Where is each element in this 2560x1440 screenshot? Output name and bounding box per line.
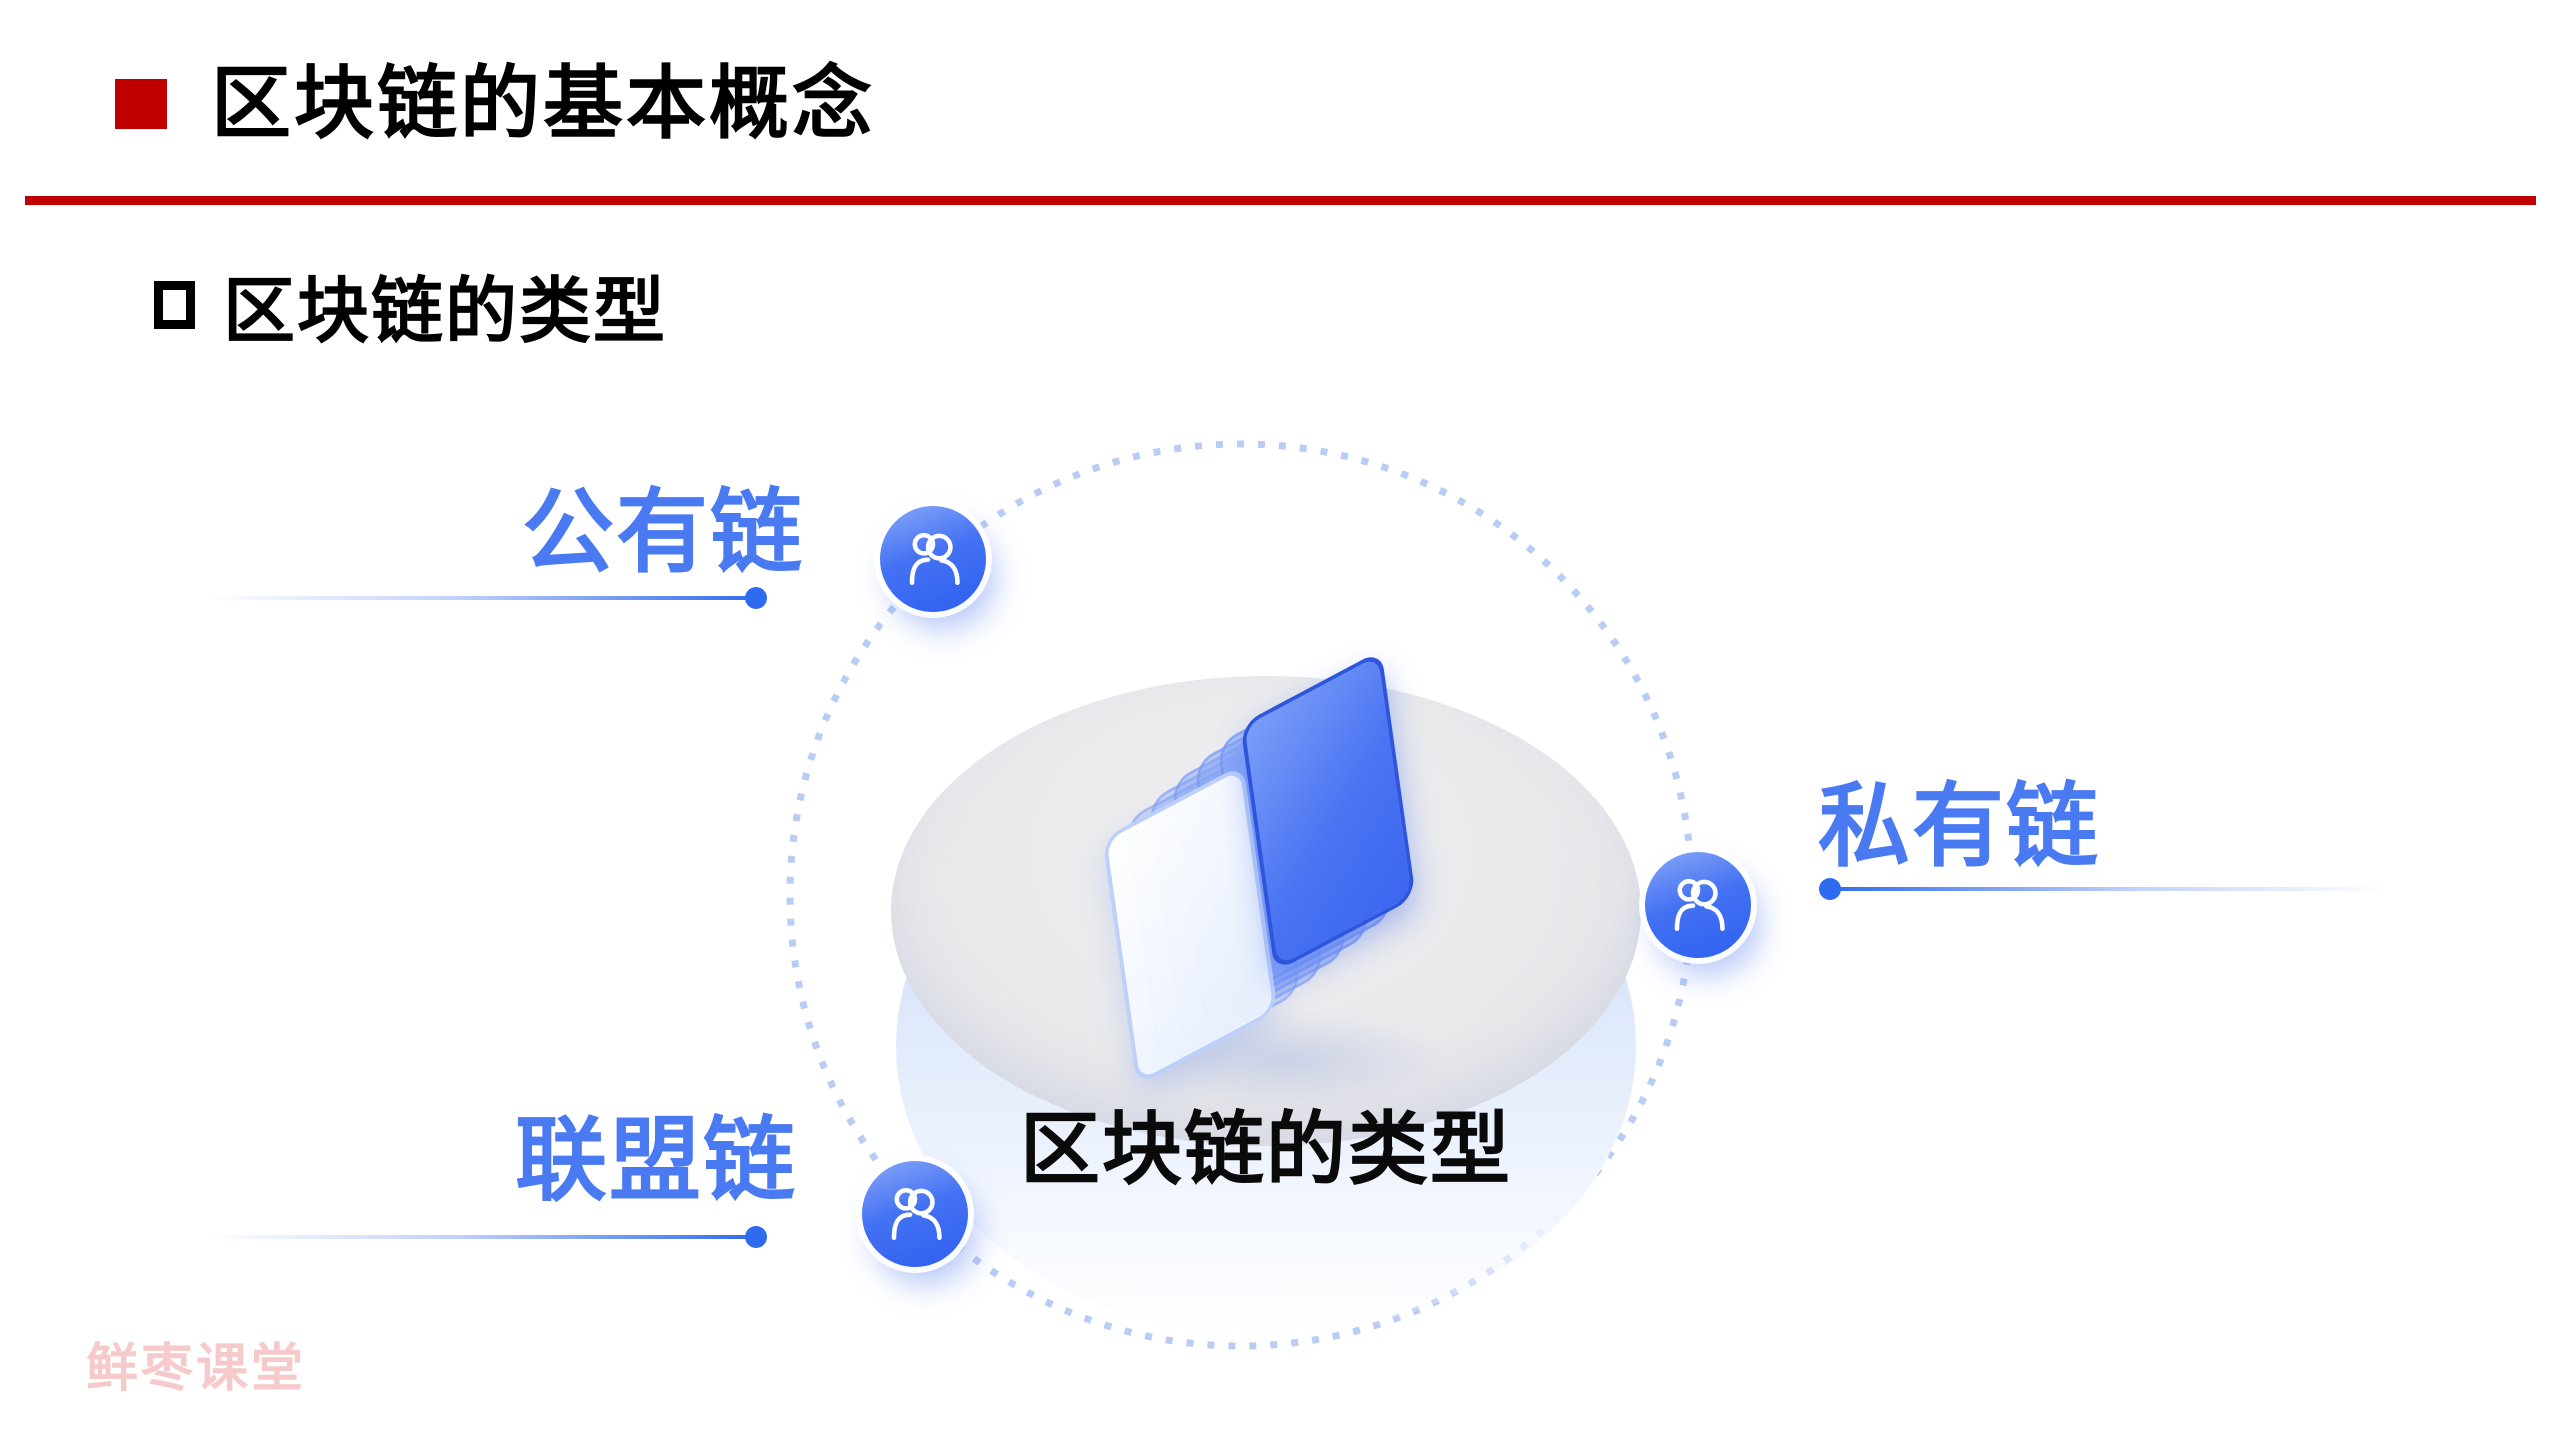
section-title: 区块链的类型 [223,272,668,352]
connector-line-consortium [205,1235,756,1239]
connector-dot-consortium [745,1226,767,1248]
node-label-consortium-chain: 联盟链 [515,1110,798,1212]
title-divider [25,196,2536,205]
section-square-bullet-icon [154,280,195,329]
watermark-logo: 鲜枣课堂 [86,1340,307,1398]
section-header: 区块链的类型 [154,252,667,357]
people-icon [862,1161,968,1267]
slide-header: 区块链的基本概念 [115,58,875,150]
connector-line-private [1830,887,2390,891]
node-label-public-chain: 公有链 [522,482,805,584]
connector-dot-public [745,587,767,609]
people-icon [880,506,986,612]
connector-line-public [205,596,756,600]
node-label-private-chain: 私有链 [1818,776,2101,878]
diagram-center-label: 区块链的类型 [1020,1105,1512,1194]
title-square-bullet-icon [115,79,167,129]
people-icon [1645,852,1751,958]
connector-dot-private [1819,878,1841,900]
page-title: 区块链的基本概念 [211,59,875,148]
